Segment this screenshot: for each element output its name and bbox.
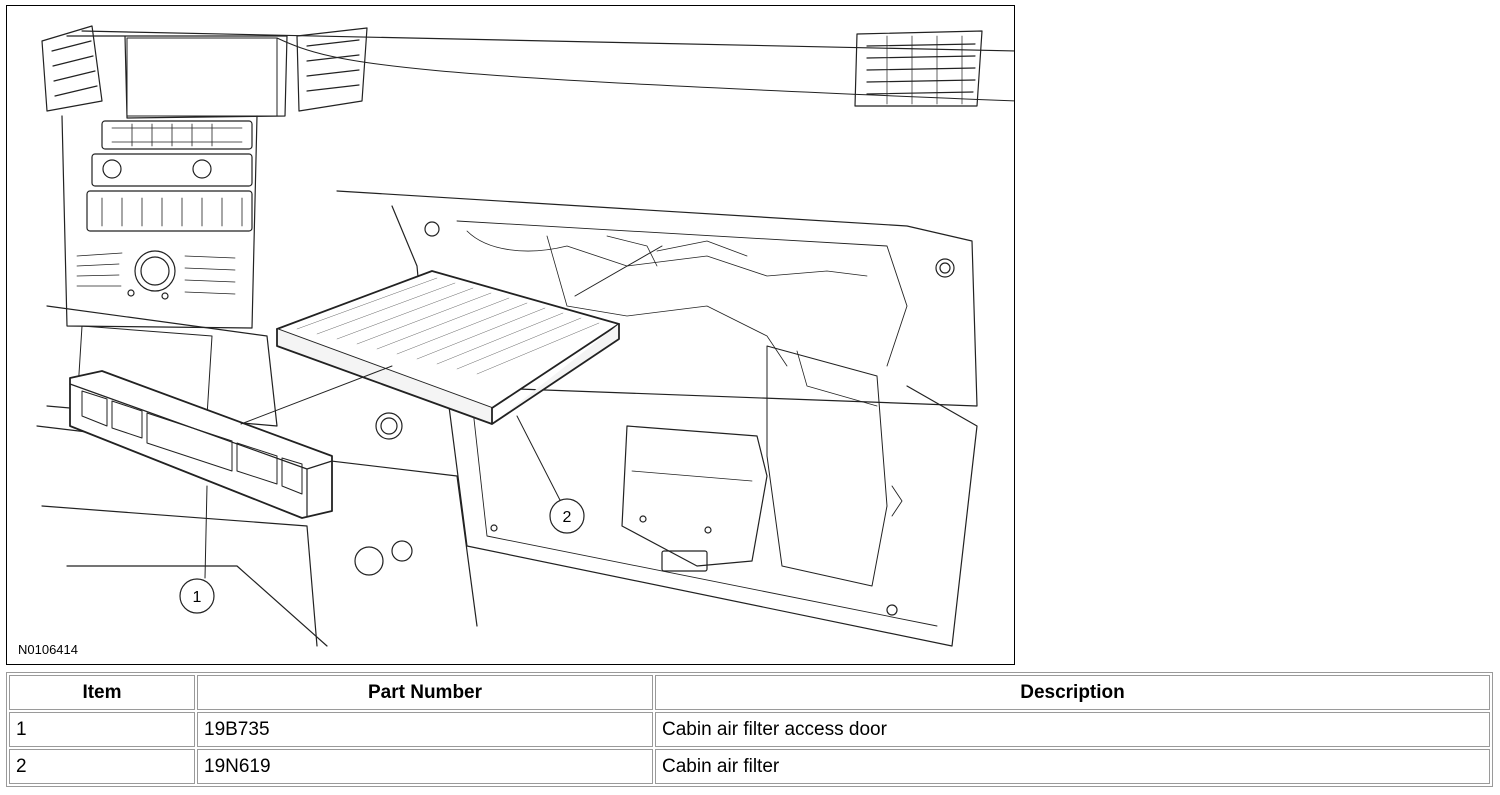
glove-box-opening	[336, 190, 978, 407]
parts-table: Item Part Number Description 1 19B735 Ca…	[6, 672, 1493, 787]
callout-1-label: 1	[193, 589, 202, 606]
left-air-vent	[41, 25, 103, 112]
callout-1: 1	[179, 578, 215, 614]
column-header-item: Item	[9, 675, 195, 710]
column-header-part-number: Part Number	[197, 675, 653, 710]
cabin-air-filter	[276, 270, 620, 425]
column-header-description: Description	[655, 675, 1490, 710]
diagram-figure: 1 2 N0106414	[6, 5, 1015, 665]
row-item: 2	[9, 749, 195, 784]
row-description: Cabin air filter	[655, 749, 1490, 784]
cabin-air-filter-access-door	[69, 370, 333, 519]
callout-2-label: 2	[563, 509, 572, 526]
row-part-number: 19B735	[197, 712, 653, 747]
row-part-number: 19N619	[197, 749, 653, 784]
table-row: 2 19N619 Cabin air filter	[9, 749, 1490, 784]
figure-reference-id: N0106414	[18, 642, 78, 657]
callout-2: 2	[549, 498, 585, 534]
row-item: 1	[9, 712, 195, 747]
center-air-vent	[296, 27, 368, 112]
table-header-row: Item Part Number Description	[9, 675, 1490, 710]
center-console-stack	[61, 35, 288, 329]
table-row: 1 19B735 Cabin air filter access door	[9, 712, 1490, 747]
right-air-vent	[854, 30, 983, 107]
dashboard-illustration: 1 2	[36, 25, 1014, 647]
glove-box-door	[446, 345, 978, 647]
row-description: Cabin air filter access door	[655, 712, 1490, 747]
